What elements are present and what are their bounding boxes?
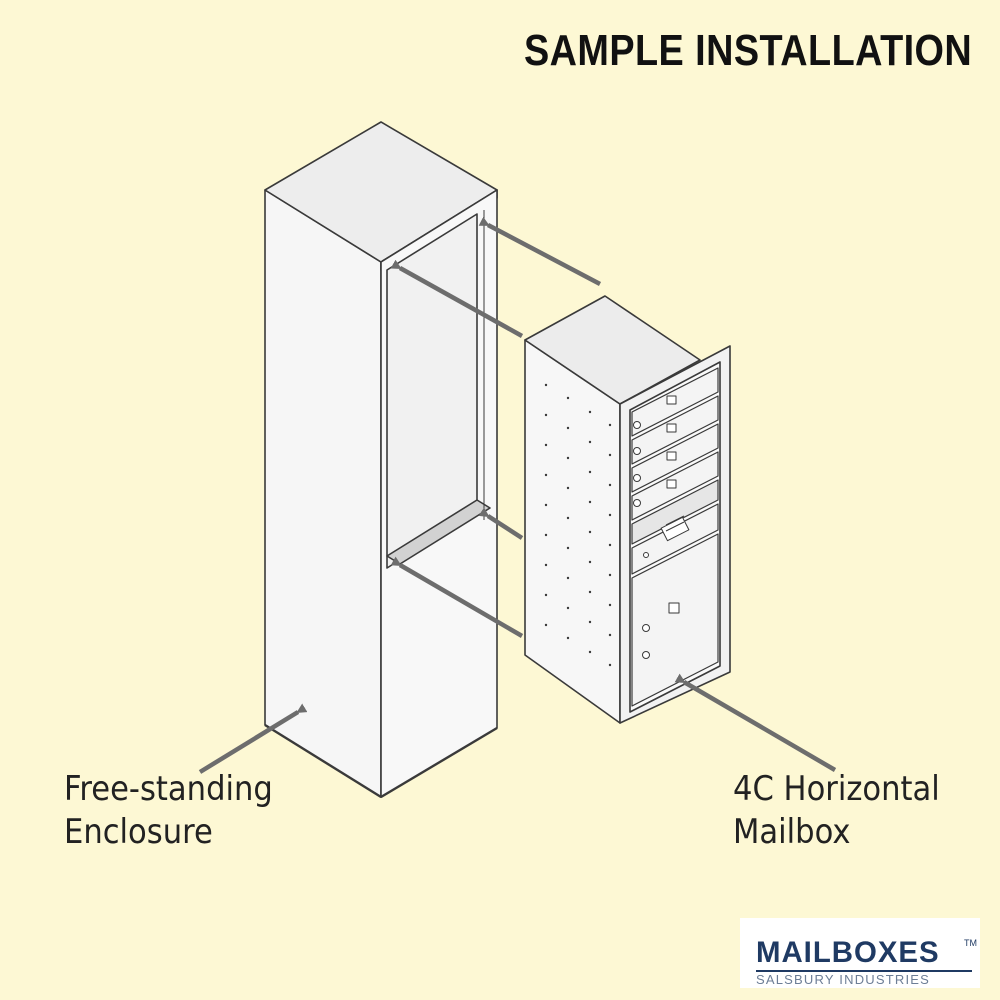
insertion-arrows bbox=[198, 216, 837, 774]
logo-tagline: SALSBURY INDUSTRIES bbox=[756, 972, 931, 987]
mailbox-label: 4C Horizontal Mailbox bbox=[733, 768, 940, 854]
mailbox-locks bbox=[633, 421, 650, 659]
page-title: SAMPLE INSTALLATION bbox=[523, 26, 972, 75]
arrow-mailbox-pointer bbox=[674, 673, 837, 772]
mailbox-door-handles bbox=[666, 395, 680, 614]
logo-divider bbox=[756, 970, 972, 972]
arrow-shelf-right bbox=[478, 507, 524, 540]
mailbox-label-line-2: Mailbox bbox=[733, 812, 851, 852]
mailbox-side-face bbox=[524, 339, 621, 724]
enclosure-drawing bbox=[264, 121, 498, 799]
enclosure-left-face bbox=[264, 189, 382, 798]
arrow-enclosure-pointer bbox=[198, 703, 308, 774]
brand-logo: MAILBOXES TM SALSBURY INDUSTRIES bbox=[740, 918, 980, 988]
enclosure-label-line-1: Free-standing bbox=[64, 769, 273, 809]
enclosure-label: Free-standing Enclosure bbox=[64, 768, 273, 854]
enclosure-label-line-2: Enclosure bbox=[64, 812, 213, 852]
logo-wordmark: MAILBOXES bbox=[756, 936, 940, 969]
mailbox-rivets bbox=[544, 383, 612, 667]
arrow-top-right-corner bbox=[478, 216, 602, 286]
logo-trademark: TM bbox=[964, 938, 977, 948]
mailbox-drawing bbox=[524, 295, 731, 724]
mailbox-top-face bbox=[524, 295, 701, 405]
arrow-top-left-corner bbox=[390, 259, 524, 338]
arrow-shelf-left bbox=[390, 556, 524, 638]
mailbox-label-line-1: 4C Horizontal bbox=[733, 769, 940, 809]
mailbox-label-plate bbox=[660, 515, 690, 542]
